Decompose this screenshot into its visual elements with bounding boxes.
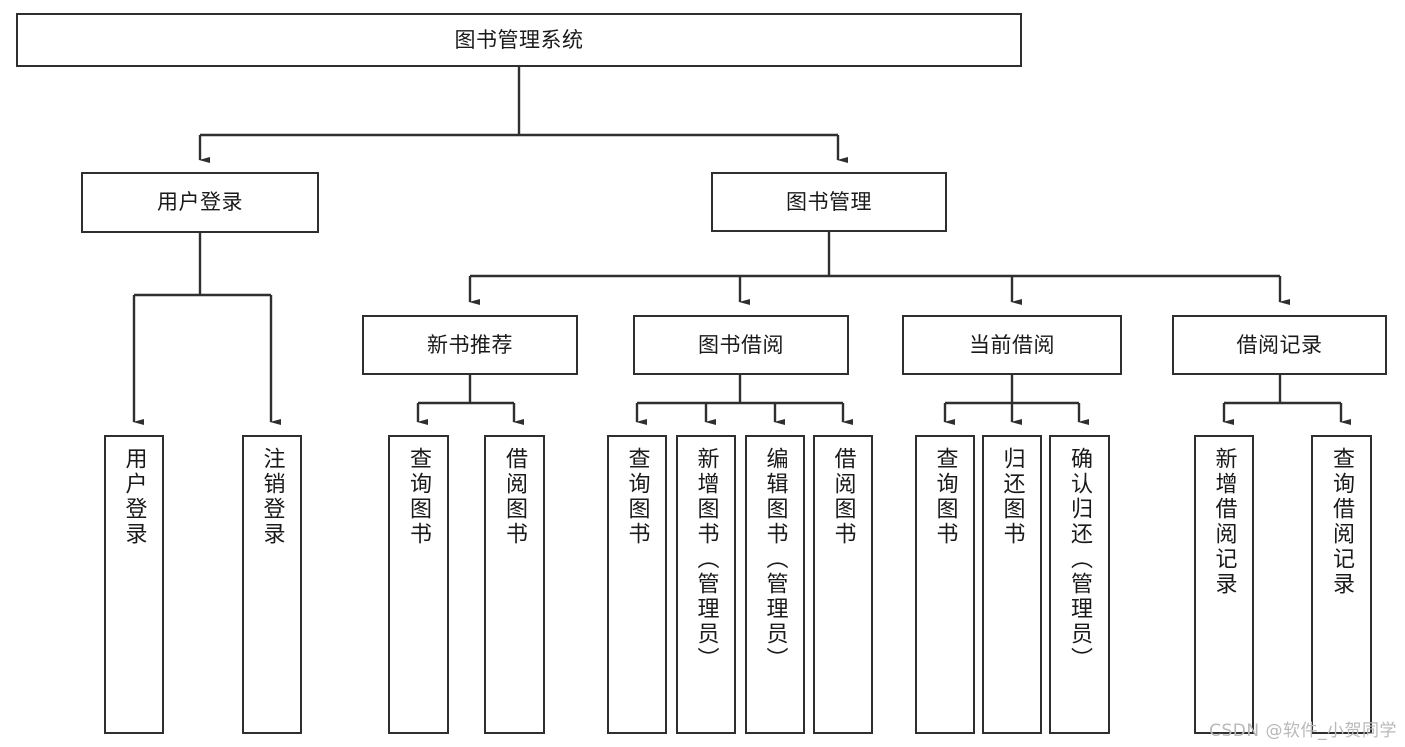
leaf-book-borrow-add-book-admin[interactable]: 新增图书（管理员） [676, 435, 736, 734]
leaf-user-login-login[interactable]: 用户登录 [104, 435, 164, 734]
node-label: 确认归还（管理员） [1067, 447, 1093, 672]
node-label: 借阅图书 [830, 447, 856, 547]
node-label: 借阅记录 [1236, 332, 1323, 357]
node-label: 查询图书 [932, 447, 958, 547]
node-label: 新增图书（管理员） [693, 447, 719, 672]
leaf-current-borrow-query-book[interactable]: 查询图书 [915, 435, 975, 734]
node-label: 当前借阅 [969, 332, 1055, 357]
leaf-book-borrow-borrow-book[interactable]: 借阅图书 [813, 435, 873, 734]
leaf-borrow-record-query-record[interactable]: 查询借阅记录 [1311, 435, 1372, 734]
watermark-text: CSDN @软件_小贺同学 [1209, 721, 1397, 741]
node-label: 编辑图书（管理员） [762, 447, 788, 672]
node-label: 查询图书 [624, 447, 650, 547]
leaf-book-borrow-edit-book-admin[interactable]: 编辑图书（管理员） [745, 435, 805, 734]
node-book-borrow[interactable]: 图书借阅 [633, 315, 849, 375]
leaf-user-login-logout[interactable]: 注销登录 [242, 435, 302, 734]
leaf-new-book-borrow-book[interactable]: 借阅图书 [484, 435, 545, 734]
node-new-book-recommend[interactable]: 新书推荐 [362, 315, 578, 375]
node-user-login[interactable]: 用户登录 [81, 172, 319, 233]
node-label: 图书管理 [786, 189, 872, 214]
node-current-borrow[interactable]: 当前借阅 [902, 315, 1122, 375]
leaf-new-book-query-book[interactable]: 查询图书 [388, 435, 449, 734]
node-label: 图书借阅 [698, 332, 784, 357]
node-label: 查询借阅记录 [1329, 447, 1355, 597]
node-label: 图书管理系统 [454, 27, 584, 52]
leaf-current-borrow-return-book[interactable]: 归还图书 [982, 435, 1042, 734]
leaf-current-borrow-confirm-return-admin[interactable]: 确认归还（管理员） [1049, 435, 1110, 734]
node-borrow-record[interactable]: 借阅记录 [1172, 315, 1387, 375]
node-book-management[interactable]: 图书管理 [711, 172, 947, 232]
node-label: 归还图书 [999, 447, 1025, 547]
node-label: 借阅图书 [502, 447, 528, 547]
node-label: 注销登录 [259, 447, 285, 547]
node-label: 用户登录 [157, 190, 243, 215]
node-label: 查询图书 [406, 447, 432, 547]
node-root-book-management-system[interactable]: 图书管理系统 [16, 13, 1022, 67]
leaf-book-borrow-query-book[interactable]: 查询图书 [607, 435, 667, 734]
node-label: 用户登录 [121, 447, 147, 547]
node-label: 新书推荐 [427, 332, 513, 357]
leaf-borrow-record-add-record[interactable]: 新增借阅记录 [1194, 435, 1254, 734]
node-label: 新增借阅记录 [1211, 447, 1237, 597]
